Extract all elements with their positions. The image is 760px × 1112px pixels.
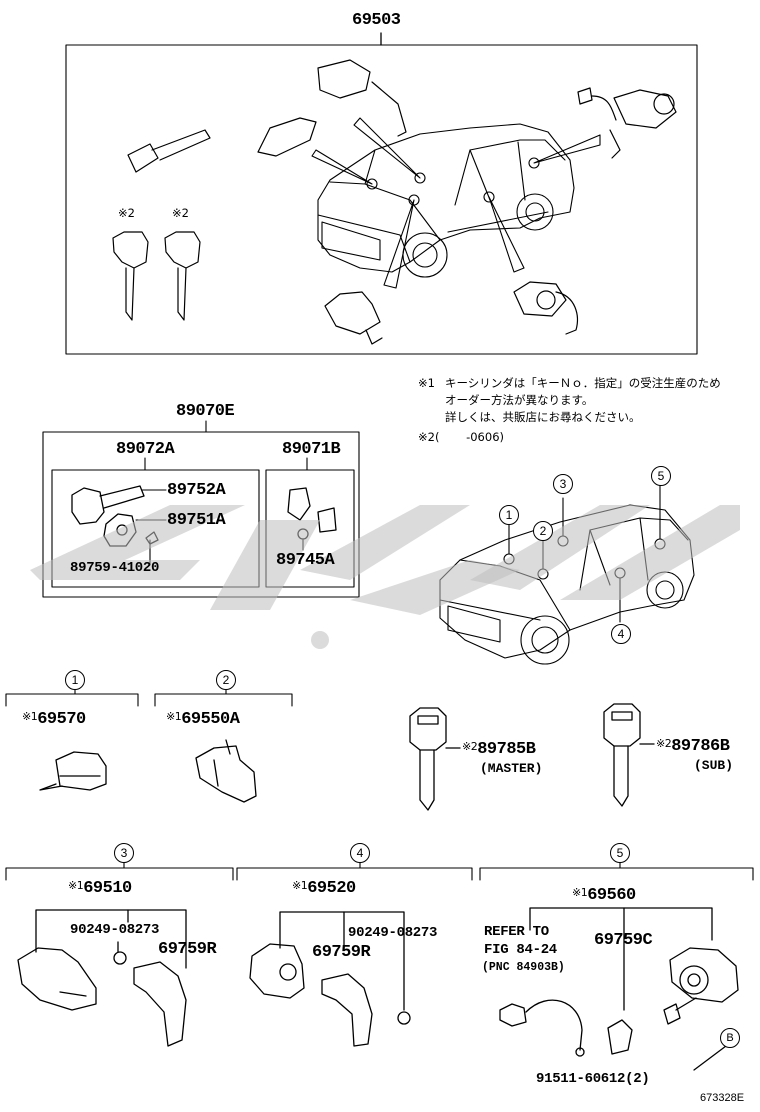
battery-part-number: 89745A [276,551,335,570]
group-1-2-sketches [39,739,257,803]
master-key-label: (MASTER) [480,761,543,776]
key-screw-part-number: 89759-41020 [70,560,160,576]
key-mark: ※2 [656,737,672,750]
group-3-sketches [17,909,187,1047]
reference-mark: B [720,1028,740,1048]
group-index: 3 [114,843,134,863]
key-cover-part-number: 89751A [167,511,226,530]
note-1-line-3: 詳しくは、共販店にお尋ねください。 [445,410,641,424]
group-mark: ※1 [166,710,182,723]
sub-key-part-no: 89786B [671,737,730,756]
transponder-part-number: 89072A [116,440,175,459]
group-2-part-number: ※169550A [166,710,240,729]
location-marker: 2 [533,521,553,541]
group-1-part-no: 69570 [37,710,86,729]
location-marker: 3 [553,474,573,494]
group-brackets [5,688,754,881]
group-5-screw: 91511-60612(2) [536,1071,650,1087]
location-marker: 1 [499,505,519,525]
key-mark: ※2 [462,740,478,753]
group-4-part-number: ※169520 [292,880,356,897]
group-2-part-no: 69550A [181,710,240,729]
group-index: 5 [610,843,630,863]
location-marker: 4 [611,624,631,644]
group-3-part-no: 69510 [83,879,132,898]
group-mark: ※1 [22,710,38,723]
master-key-part-no: 89785B [477,740,536,759]
note-mark: ※2 [118,206,135,220]
group-4-bolt: 90249-08273 [348,925,438,941]
group-5-part-number: ※169560 [572,887,636,904]
key-plate-part-number: 89752A [167,481,226,500]
top-leader-wedges [311,117,601,289]
group-index: 2 [216,670,236,690]
note-1-line-2: オーダー方法が異なります。 [445,393,594,407]
sub-key-label: (SUB) [694,758,734,773]
master-key-part-number: ※289785B [462,740,536,759]
group-4-cover: 69759R [312,943,371,962]
refer-line-3: (PNC 84903B) [482,961,565,974]
figure-id: 673328E [700,1092,745,1104]
vehicle-top-drawing [317,123,575,278]
refer-line-1: REFER TO [484,924,549,940]
group-4-part-no: 69520 [307,879,356,898]
key-set-part-number: 89070E [176,402,235,421]
group-3-bolt: 90249-08273 [70,922,160,938]
group-mark: ※1 [572,886,588,899]
group-5-part-no: 69560 [587,886,636,905]
note-1-line-1: キーシリンダは「キーＮｏ．指定」の受注生産のため [445,376,721,390]
group-5-cover: 69759C [594,931,653,950]
group-mark: ※1 [292,879,308,892]
group-index: 4 [350,843,370,863]
note-1-mark: ※1 [418,376,435,390]
group-5-sketches [499,907,739,1071]
battery-kit-part-number: 89071B [282,440,341,459]
top-part-sketches [112,59,677,345]
note-2: ※2( -0606) [418,430,504,444]
refer-line-2: FIG 84-24 [484,942,557,958]
group-3-cover: 69759R [158,940,217,959]
group-index: 1 [65,670,85,690]
group-3-part-number: ※169510 [68,880,132,897]
note-mark: ※2 [172,206,189,220]
master-sub-key-sketches [409,703,655,811]
group-mark: ※1 [68,879,84,892]
location-marker: 5 [651,466,671,486]
group-4-sketches [249,911,411,1047]
sub-key-part-number: ※289786B [656,737,730,756]
assembly-part-number: 69503 [352,11,401,30]
group-1-part-number: ※169570 [22,711,86,728]
assembly-frame-69503 [65,32,698,355]
